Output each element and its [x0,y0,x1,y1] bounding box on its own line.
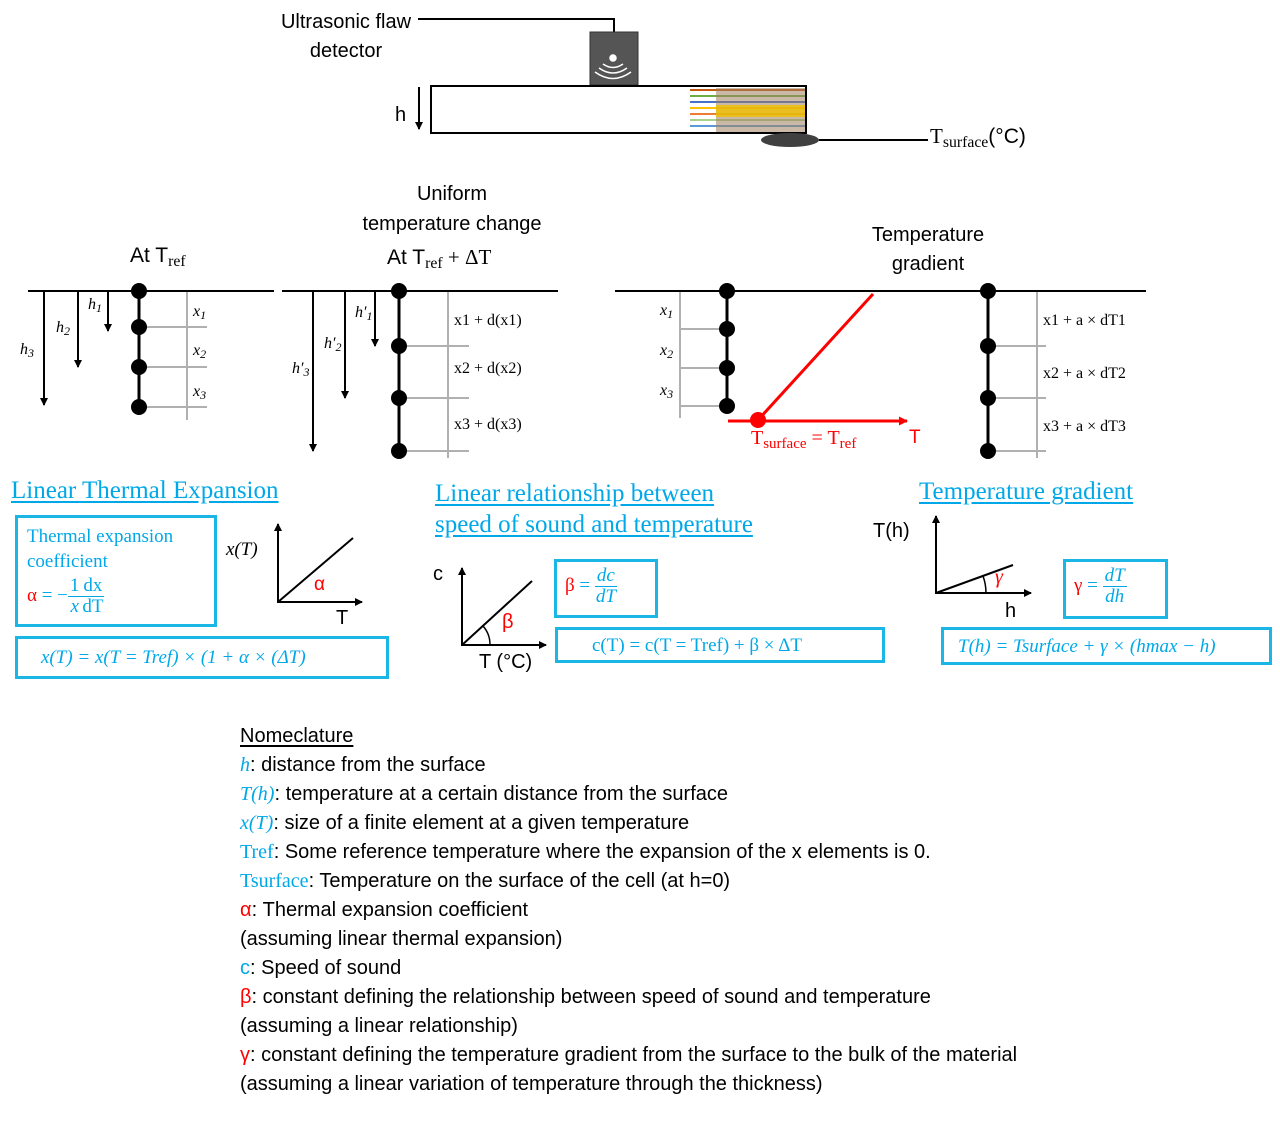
thermal-axis-y: x(T) [226,539,258,560]
adt1-label: x1 + a × dT1 [1043,312,1126,329]
x3-label: x3 [193,383,207,402]
thermal-angle: α [314,574,325,595]
gradient-angle: γ [995,566,1003,588]
sound-formula: c(T) = c(T = Tref) + β × ΔT [592,635,803,656]
thermal-plot [274,523,363,606]
nom-item: x(T): size of a finite element at a give… [240,812,690,834]
tsurface-eq-tref: Tsurface = Tref [751,427,857,452]
adt2-label: x2 + a × dT2 [1043,365,1126,382]
nomenclature-title: Nomeclature [240,725,354,747]
nom-item: (assuming a linear variation of temperat… [240,1073,823,1095]
detector-cable [418,18,615,33]
h2-label: h2 [56,319,70,338]
heading-linear-thermal: Linear Thermal Expansion [11,477,279,504]
nomenclature: Nomeclature h: distance from the surface… [240,722,1017,1099]
panel-at-tref [28,283,274,420]
thermal-formula-box: x(T) = x(T = Tref) × (1 + α × (ΔT) [15,636,389,679]
ultrasound-waves-icon [594,54,632,80]
nom-item: (assuming linear thermal expansion) [240,928,563,950]
x2-label: x2 [193,342,207,361]
heading-linear-sound: Linear relationship between speed of sou… [435,480,753,538]
h1-prime-label: h′1 [355,304,373,323]
detector-label: Ultrasonic flaw detector [280,11,412,62]
sound-formula-box: c(T) = c(T = Tref) + β × ΔT [555,627,885,663]
h2-prime-label: h′2 [324,335,342,354]
at-tref-dt-title: At Tref + ΔT [387,245,492,272]
panel-gradient [615,283,1146,459]
at-tref-title: At Tref [130,244,186,270]
sound-plot [458,567,547,649]
setup-diagram [415,18,928,147]
dx1-label: x1 + d(x1) [454,312,522,329]
t-axis-label: T [909,427,921,448]
thermal-axis-x: T [336,607,349,629]
thermal-formula: x(T) = x(T = Tref) × (1 + α × (ΔT) [41,647,306,668]
dx2-label: x2 + d(x2) [454,360,522,377]
gradient-title: Temperature gradient [871,224,985,275]
sound-angle: β [502,611,514,633]
nom-item: c: Speed of sound [240,957,402,979]
h1-label: h1 [88,296,102,315]
nom-item: Tref: Some reference temperature where t… [240,841,931,863]
gradient-plot [932,515,1032,597]
h3-label: h3 [20,341,34,360]
grad-x2-label: x2 [660,342,674,361]
nom-item: γ: constant defining the temperature gra… [240,1044,1018,1066]
nom-item: α: Thermal expansion coefficient [240,899,529,921]
thermal-coef-text: Thermal expansion coefficient [27,526,174,572]
x1-label: x1 [193,303,207,322]
specimen-layers [690,88,805,132]
nom-item: β: constant defining the relationship be… [240,986,931,1008]
nom-item: (assuming a linear relationship) [240,1015,518,1037]
grad-x3-label: x3 [660,382,674,401]
h3-prime-label: h′3 [292,360,310,379]
panel-at-tref-dt [282,283,558,459]
gradient-formula-box: T(h) = Tsurface + γ × (hmax − h) [941,627,1272,665]
sound-axis-y: c [433,563,443,585]
tsurface-label: Tsurface(°C) [930,124,1026,151]
h-label: h [395,104,407,126]
gradient-axis-x: h [1005,600,1017,622]
nom-item: T(h): temperature at a certain distance … [240,783,729,805]
heading-temp-gradient: Temperature gradient [919,478,1134,505]
grad-x1-label: x1 [660,302,674,321]
gradient-formula: T(h) = Tsurface + γ × (hmax − h) [958,636,1216,657]
nom-item: Tsurface: Temperature on the surface of … [240,870,731,892]
nom-item: h: distance from the surface [240,754,486,776]
uniform-title: Uniform temperature change [362,183,542,235]
sound-axis-x: T (°C) [479,651,533,673]
gradient-axis-y: T(h) [873,520,910,542]
adt3-label: x3 + a × dT3 [1043,418,1126,435]
dx3-label: x3 + d(x3) [454,416,522,433]
thermocouple [761,133,819,147]
